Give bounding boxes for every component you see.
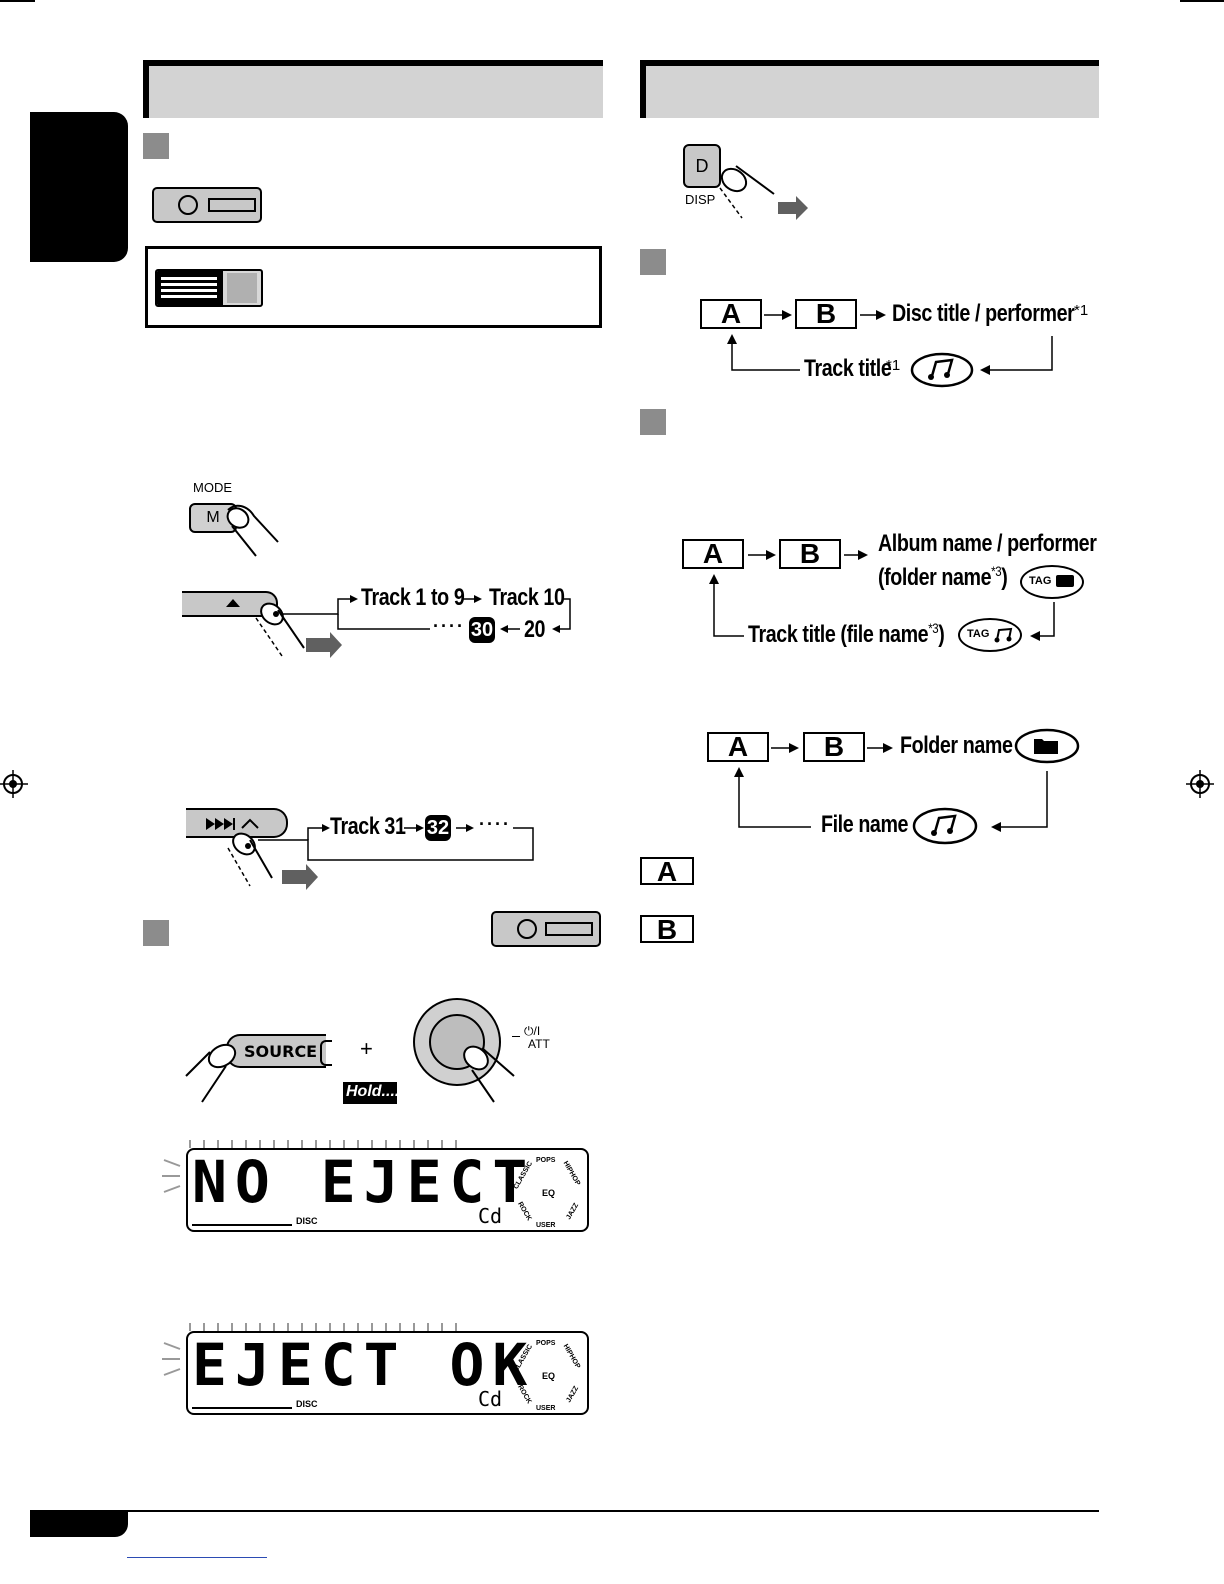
track-seq-lines: [282, 595, 571, 633]
lcd-mode: Cd: [478, 1204, 503, 1228]
folder-icon: [1014, 728, 1080, 764]
track-10-label: Track 10: [489, 584, 565, 611]
eq-label-pops: POPS: [536, 1340, 556, 1347]
language-tab: [30, 112, 128, 262]
finger-press-icon: [226, 504, 279, 557]
eq-label-rock: ROCK: [516, 1383, 533, 1406]
eq-center-label: EQ: [542, 1371, 556, 1381]
flow1-note: *1: [1074, 302, 1089, 319]
eq-label-jazz: JAZZ: [565, 1385, 581, 1404]
eq-label-pops: POPS: [536, 1157, 556, 1164]
lcd-flash-marks: [162, 1323, 457, 1376]
flow2-folder-name: (folder name*3): [878, 563, 1008, 591]
lcd-level-bar: [192, 1407, 292, 1409]
disp-label: DISP: [685, 192, 716, 207]
legend-box-a: A: [640, 857, 694, 886]
flow1-track-title: Track title: [804, 355, 892, 382]
track-1-to-9-label: Track 1 to 9: [361, 584, 465, 611]
music-note-icon: [912, 807, 978, 845]
finger-press-icon: [185, 1043, 237, 1103]
eq-label-user: USER: [536, 1405, 556, 1412]
dots-label: ····: [433, 616, 465, 636]
lcd-mode: Cd: [478, 1387, 503, 1411]
track-20-label: 20: [524, 616, 546, 643]
right-section-header: [640, 60, 1099, 118]
lcd-display-2: EJECT OK Cd DISC POPS HIPHOP CLASSIC ROC…: [186, 1331, 589, 1415]
crop-mark: [1180, 0, 1224, 2]
mode-key-label: M: [206, 509, 220, 526]
flow1-arrows: [727, 310, 1053, 375]
lcd-eq: POPS HIPHOP CLASSIC ROCK USER JAZZ EQ: [513, 1339, 588, 1413]
volume-knob[interactable]: [413, 998, 501, 1086]
lcd-level-bar: [192, 1224, 292, 1226]
att-label: ATT: [528, 1037, 550, 1051]
plus-sign: +: [360, 1036, 373, 1061]
flow2-arrows: [709, 550, 1055, 641]
disp-key: D: [695, 156, 709, 176]
hold-label: Hold....: [343, 1082, 399, 1104]
track-seq2-lines: [258, 824, 534, 861]
up-arrow-icon: [226, 599, 240, 607]
finger-press-icon: [255, 602, 342, 658]
lcd-main-text: NO EJECT: [192, 1148, 536, 1216]
power-label: ⏻/I: [524, 1024, 541, 1038]
track-30-badge: 30: [469, 617, 495, 643]
flow3-arrows: [734, 743, 1048, 832]
lcd-disc: DISC: [296, 1399, 318, 1409]
mode-label: MODE: [193, 480, 232, 495]
lcd-flash-marks: [162, 1140, 457, 1193]
flow1-box-a: A: [700, 299, 762, 329]
tag-folder-icon: TAG: [1020, 565, 1084, 599]
footer-link-line: [127, 1557, 267, 1558]
step-square: [640, 409, 666, 435]
flow2-box-b: B: [779, 539, 841, 569]
note-box: [145, 246, 602, 328]
track-31-label: Track 31: [330, 813, 406, 840]
finger-press-icon: [463, 1045, 515, 1103]
finger-press-icon: [719, 165, 808, 220]
registration-mark-right: [1186, 770, 1214, 798]
flow3-folder-name: Folder name: [900, 732, 1013, 759]
registration-mark-left: [0, 770, 28, 798]
music-note-icon: [910, 352, 974, 388]
eq-label-jazz: JAZZ: [565, 1202, 581, 1221]
flow3-box-a: A: [707, 732, 769, 762]
step-square: [143, 133, 169, 159]
disp-button[interactable]: D: [683, 144, 721, 188]
skip-forward-icon: [206, 818, 259, 830]
flow1-track-note: *1: [886, 357, 901, 374]
dots-label: ····: [479, 814, 511, 834]
flow3-file-name: File name: [821, 811, 909, 838]
flow3-box-b: B: [803, 732, 865, 762]
flow2-album-name: Album name / performer: [878, 530, 1097, 557]
flow1-box-b: B: [795, 299, 857, 329]
footer-rule: [30, 1510, 1099, 1512]
tag-music-icon: TAG: [958, 618, 1022, 652]
step-square: [143, 920, 169, 946]
eq-label-hiphop: HIPHOP: [561, 1343, 582, 1370]
knob-tick: [512, 1036, 520, 1037]
faceplate-icon: [155, 269, 263, 307]
eq-label-user: USER: [536, 1222, 556, 1229]
lcd-disc: DISC: [296, 1216, 318, 1226]
finger-press-icon: [227, 832, 318, 890]
page-number-tab: [30, 1511, 128, 1537]
lcd-main-text: EJECT OK: [192, 1331, 536, 1399]
legend-box-b: B: [640, 915, 694, 944]
source-label: SOURCE: [244, 1042, 318, 1061]
disc-unit-icon: [491, 911, 601, 947]
flow1-disc-title: Disc title / performer: [892, 300, 1075, 327]
step-square: [640, 249, 666, 275]
crop-mark: [0, 0, 35, 2]
lcd-display-1: NO EJECT Cd DISC POPS HIPHOP CLASSIC ROC…: [186, 1148, 589, 1232]
eq-label-hiphop: HIPHOP: [561, 1160, 582, 1187]
flow2-track-title: Track title (file name*3): [748, 620, 945, 648]
track-32-badge: 32: [425, 815, 451, 841]
lcd-eq: POPS HIPHOP CLASSIC ROCK USER JAZZ EQ: [513, 1156, 588, 1230]
disc-unit-icon: [152, 187, 262, 223]
left-section-header: [143, 60, 603, 118]
eq-center-label: EQ: [542, 1188, 556, 1198]
flow2-box-a: A: [682, 539, 744, 569]
eq-label-rock: ROCK: [516, 1200, 533, 1223]
